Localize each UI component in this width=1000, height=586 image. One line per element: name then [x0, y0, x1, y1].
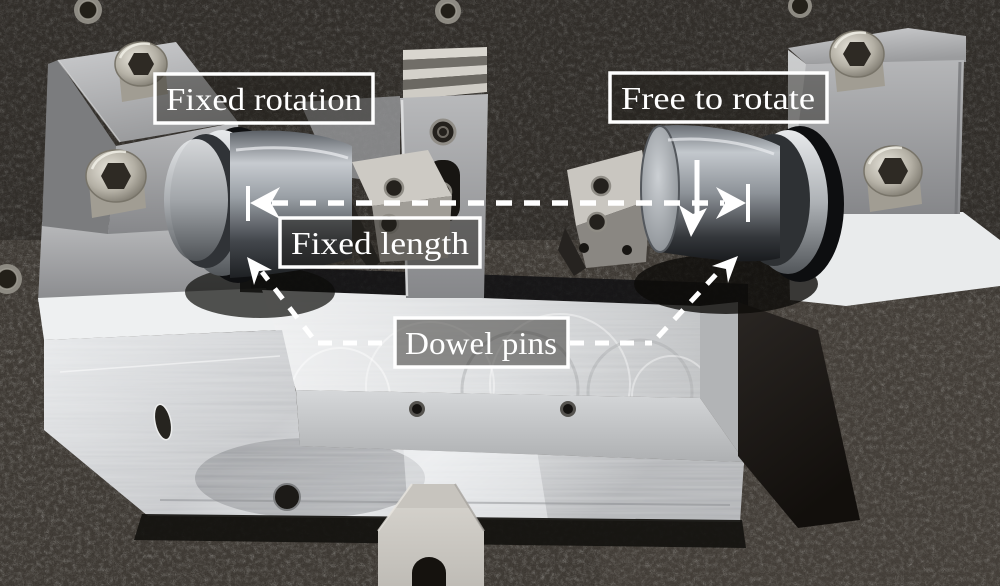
hex-socket	[843, 42, 871, 66]
label-box	[153, 72, 375, 125]
bracket-threaded-hole	[429, 118, 457, 146]
threaded-insert	[788, 0, 812, 18]
right-pivot-assembly	[558, 125, 844, 314]
left-clamp-block	[42, 41, 244, 234]
label-fixed-rotation: Fixed rotation	[153, 72, 375, 125]
label-box	[608, 71, 829, 124]
floor-screw-hole	[560, 401, 576, 417]
left-clevis	[344, 150, 452, 270]
plate-hole	[273, 483, 301, 511]
right-clamp-block	[788, 28, 966, 215]
arrowhead-upright	[712, 256, 738, 283]
hex-socket	[101, 163, 131, 189]
left-pivot-cylinder	[164, 127, 352, 283]
bracket-fins	[403, 47, 487, 100]
threaded-insert	[435, 0, 461, 24]
arrowhead-right	[716, 187, 746, 219]
clevis-threaded-hole	[383, 177, 405, 199]
right-side-slab	[738, 302, 860, 528]
label-box	[278, 216, 482, 269]
threaded-insert	[0, 264, 22, 294]
channel-top-shadow	[240, 266, 748, 308]
label-fixed-length-text: Fixed length	[291, 225, 469, 261]
cap-screw	[863, 145, 923, 212]
clevis-hole	[622, 245, 632, 255]
clevis-hole	[579, 243, 589, 253]
left-cylinder-shadow	[185, 266, 335, 318]
granite-threaded-inserts	[0, 0, 812, 294]
label-dowel-pins: Dowel pins	[393, 316, 570, 369]
fixed-length-arrow	[246, 184, 750, 222]
label-fixed-length: Fixed length	[278, 216, 482, 269]
plate-slot	[153, 403, 173, 441]
base-right-top-surface	[788, 212, 1000, 306]
arrowhead-down	[679, 205, 707, 237]
arrowhead-left	[250, 187, 280, 219]
label-fixed-rotation-text: Fixed rotation	[166, 81, 362, 117]
floor-screw-hole	[409, 401, 425, 417]
label-dowel-pins-text: Dowel pins	[405, 325, 557, 361]
threaded-insert	[74, 0, 102, 24]
clevis-threaded-hole	[590, 175, 612, 197]
channel-floor	[296, 390, 744, 462]
rotation-arrow	[679, 160, 707, 237]
label-free-to-rotate: Free to rotate	[608, 71, 829, 124]
right-pivot-cylinder	[640, 125, 844, 282]
front-clamp-tab	[377, 483, 485, 586]
cap-screw	[85, 149, 147, 218]
clevis-threaded-hole	[586, 211, 608, 233]
right-clevis	[558, 150, 650, 276]
label-box	[393, 316, 570, 369]
right-cylinder-shadow	[634, 254, 818, 314]
dowel-pin-arrows	[247, 256, 738, 346]
arrowhead-upleft	[247, 257, 272, 285]
annotations: Fixed rotation Free to rotate Fixed leng…	[153, 71, 829, 369]
cap-screw	[829, 30, 885, 92]
hex-socket	[128, 53, 154, 75]
label-free-to-rotate-text: Free to rotate	[621, 80, 815, 116]
tab-top-facet	[396, 484, 470, 508]
channel-right-face	[700, 302, 738, 452]
left-pivot-assembly	[164, 127, 452, 318]
tab-hole	[412, 557, 446, 586]
hex-socket	[878, 158, 908, 184]
